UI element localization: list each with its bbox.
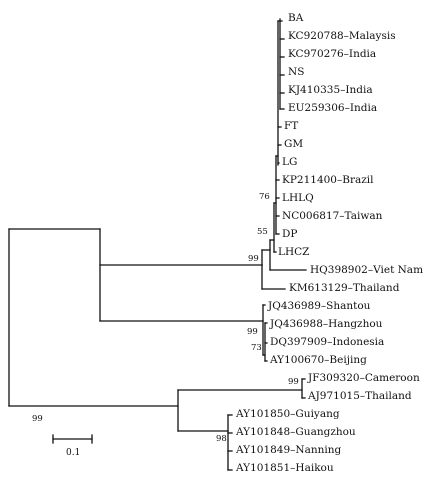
bootstrap-value: 73 <box>251 343 262 353</box>
scale-bar: 0.1 <box>52 434 93 458</box>
leaf-label: KC920788–Malaysis <box>288 30 396 42</box>
bootstrap-value: 99 <box>288 377 299 387</box>
leaf-label: DP <box>282 228 297 240</box>
leaf-label: AY101849–Nanning <box>235 444 342 456</box>
leaf-label: KM613129–Thailand <box>289 282 400 294</box>
leaf-label: KJ410335–India <box>288 84 373 96</box>
leaf-label: AY100670–Beijing <box>269 354 367 366</box>
bootstrap-value: 99 <box>247 327 258 337</box>
leaf-label: LHCZ <box>278 246 309 258</box>
leaf-label: AY101851–Haikou <box>235 462 334 474</box>
leaf-label: HQ398902–Viet Nam <box>310 264 423 276</box>
tree-branches <box>8 18 307 471</box>
bootstrap-value: 99 <box>32 414 43 424</box>
leaf-label: JQ436988–Hangzhou <box>269 318 383 330</box>
bootstrap-values: 76 55 99 99 73 99 99 98 <box>32 192 299 444</box>
leaf-label: KC970276–India <box>288 48 376 60</box>
leaf-label: LHLQ <box>282 192 314 204</box>
leaf-label: JF309320–Cameroon <box>307 372 420 384</box>
leaf-label: AJ971015–Thailand <box>307 390 412 402</box>
bootstrap-value: 76 <box>259 192 270 202</box>
leaf-label: LG <box>282 156 297 168</box>
leaf-label: JQ436989–Shantou <box>267 300 371 312</box>
leaf-label: KP211400–Brazil <box>282 174 374 186</box>
scale-bar-label: 0.1 <box>66 448 80 458</box>
leaf-label: EU259306–India <box>288 102 377 114</box>
leaf-label: FT <box>284 120 298 132</box>
bootstrap-value: 98 <box>216 434 227 444</box>
leaf-label: BA <box>288 12 304 24</box>
bootstrap-value: 99 <box>248 254 259 264</box>
leaf-label: DQ397909–Indonesia <box>270 336 384 348</box>
leaf-label: AY101850–Guiyang <box>235 408 340 420</box>
leaf-label: GM <box>284 138 303 150</box>
leaf-label: AY101848–Guangzhou <box>235 426 356 438</box>
leaf-labels: BA KC920788–Malaysis KC970276–India NS K… <box>235 12 423 474</box>
leaf-label: NS <box>288 66 304 78</box>
bootstrap-value: 55 <box>257 227 268 237</box>
leaf-label: NC006817–Taiwan <box>282 210 383 222</box>
